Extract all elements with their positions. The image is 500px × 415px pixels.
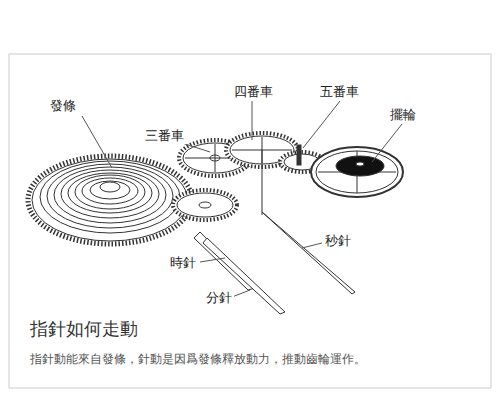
gear-train bbox=[28, 133, 403, 244]
part-label: 三番車 bbox=[143, 128, 186, 144]
diagram-caption: 指針動能來自發條，針動是因爲發條釋放動力，推動齒輪運作。 bbox=[30, 352, 366, 366]
part-label: 擺輪 bbox=[388, 107, 418, 123]
frame bbox=[9, 54, 491, 388]
part-label: 發條 bbox=[48, 98, 78, 114]
part-label: 秒針 bbox=[323, 233, 353, 249]
part-label: 分針 bbox=[204, 290, 234, 306]
part-label: 五番車 bbox=[318, 84, 361, 100]
leader-lines bbox=[82, 101, 402, 297]
diagram-title: 指針如何走動 bbox=[30, 318, 138, 340]
hands bbox=[194, 212, 355, 314]
part-label: 時針 bbox=[168, 255, 198, 271]
part-label: 四番車 bbox=[232, 84, 275, 100]
